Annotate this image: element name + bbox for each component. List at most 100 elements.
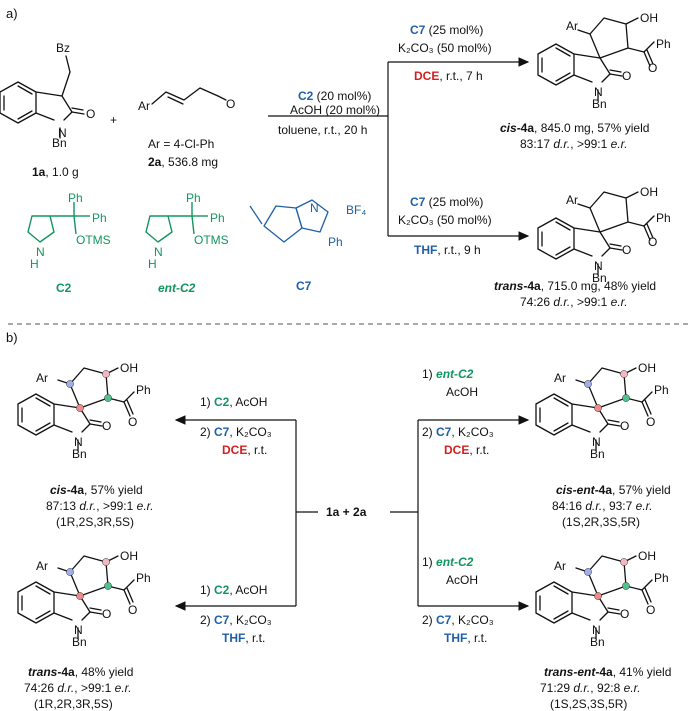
product-lr-yield: trans-ent-4a, 41% yield (544, 665, 671, 679)
product-ph-label: Ph (654, 383, 669, 397)
reactant-2a-o: O (226, 97, 235, 111)
product-ph-label: Ph (136, 571, 151, 585)
product-ph-label: Ph (654, 571, 669, 585)
reactant-1a-bz: Bz (56, 41, 70, 55)
product-n-label: N (592, 623, 601, 637)
c2-otms: OTMS (76, 233, 111, 247)
product-oh-label: OH (638, 549, 656, 563)
stereo-dot-spiro (76, 592, 84, 600)
part-b-product-structures (18, 368, 652, 638)
ll-cond1: 1) C2, AcOH (200, 583, 267, 597)
ur-cond1: 1) ent-C2 (422, 367, 474, 381)
ul-cond3: DCE, r.t. (222, 443, 267, 457)
pa-upper-o2: O (648, 61, 657, 75)
reactant-1a-n: N (58, 126, 67, 140)
stereo-dot-c-ar (584, 380, 592, 388)
product-lactam-o-label: O (620, 607, 629, 621)
product-oh-label: OH (120, 549, 138, 563)
pa-lower-ph: Ph (656, 211, 671, 225)
product-lactam-o-label: O (620, 419, 629, 433)
product-ur-config: (1S,2R,3S,5R) (562, 515, 640, 529)
stereo-dot-c-oh (102, 370, 110, 378)
pa-upper-ph: Ph (656, 37, 671, 51)
stereo-dot-c-ar (584, 568, 592, 576)
lr-cond3: THF, r.t. (444, 631, 487, 645)
stereo-dot-c-cor (104, 582, 112, 590)
pa-upper-o: O (622, 69, 631, 83)
product-ll-yield: trans-4a, 48% yield (28, 665, 133, 679)
c2-nh: N (36, 245, 45, 259)
product-n-label: N (592, 435, 601, 449)
stereo-dot-spiro (594, 592, 602, 600)
ent-c2-n: N (154, 245, 163, 259)
product-oh-label: OH (120, 361, 138, 375)
stereo-dot-spiro (594, 404, 602, 412)
product-acyl-o-label: O (646, 415, 655, 429)
ll-cond2: 2) C7, K₂CO₃ (200, 613, 272, 627)
ent-c2-label: ent-C2 (158, 281, 196, 295)
c2-ph2: Ph (92, 211, 107, 225)
product-bn-label: Bn (72, 447, 87, 461)
product-ul-yield: cis-4a, 57% yield (50, 483, 143, 497)
reactant-1a-structure (0, 55, 85, 139)
c7-ph: Ph (328, 235, 343, 249)
reactant-2a-structure (151, 87, 227, 105)
product-ll-ratio: 74:26 d.r., >99:1 e.r. (24, 681, 132, 695)
reactant-2a-caption: 2a, 536.8 mg (148, 155, 218, 169)
product-lactam-o-label: O (102, 607, 111, 621)
reactant-1a-caption: 1a, 1.0 g (32, 165, 79, 179)
product-ul-config: (1R,2S,3R,5S) (56, 515, 134, 529)
c7-n1: N (310, 201, 319, 215)
upper-cond3: DCE, r.t., 7 h (414, 69, 483, 83)
ur-cond2: 2) C7, K₂CO₃ (422, 425, 494, 439)
pa-upper-oh: OH (640, 11, 658, 25)
c7-label: C7 (296, 279, 312, 293)
stereo-dot-c-oh (102, 558, 110, 566)
product-n-label: N (74, 435, 83, 449)
product-n-label: N (74, 623, 83, 637)
product-ur-ratio: 84:16 d.r., 93:7 e.r. (552, 499, 653, 513)
pa-upper-ar: Ar (566, 19, 578, 33)
pa-lower-ar: Ar (566, 193, 578, 207)
product-acyl-o-label: O (646, 603, 655, 617)
product-lr-ratio: 71:29 d.r., 92:8 e.r. (540, 681, 641, 695)
pa-lower-o2: O (648, 235, 657, 249)
reactant-1a-bn: Bn (52, 136, 67, 150)
product-ar-label: Ar (554, 559, 566, 573)
product-oh-label: OH (638, 361, 656, 375)
product-acyl-o-label: O (128, 603, 137, 617)
lr-cond1b: AcOH (446, 573, 478, 587)
c2-label: C2 (56, 281, 72, 295)
step1-line2: AcOH (20 mol%) (290, 103, 380, 117)
product-ar-label: Ar (36, 371, 48, 385)
product-ll-config: (1R,2R,3R,5S) (34, 697, 113, 711)
lr-cond1: 1) ent-C2 (422, 555, 474, 569)
ent-c2-h: H (148, 257, 157, 271)
reactant-2a-ar: Ar (138, 99, 150, 113)
product-ar-label: Ar (36, 559, 48, 573)
ul-cond1: 1) C2, AcOH (200, 395, 267, 409)
plus-sign: + (110, 113, 117, 127)
product-ur-yield: cis-ent-4a, 57% yield (556, 483, 671, 497)
step1-line1: C2 (20 mol%) (298, 89, 371, 103)
product-bn-label: Bn (590, 447, 605, 461)
ur-cond1b: AcOH (446, 385, 478, 399)
product-bn-label: Bn (590, 635, 605, 649)
upper-cond1: C7 (25 mol%) (410, 23, 483, 37)
ent-c2-ph2: Ph (210, 211, 225, 225)
ent-c2-otms: OTMS (194, 233, 229, 247)
product-bn-label: Bn (72, 635, 87, 649)
upper-cond2: K₂CO₃ (50 mol%) (398, 41, 492, 55)
ul-cond2: 2) C7, K₂CO₃ (200, 425, 272, 439)
pa-lower-o: O (622, 243, 631, 257)
ll-cond3: THF, r.t. (222, 631, 265, 645)
stereo-dot-c-oh (620, 370, 628, 378)
pa-lower-n: N (594, 259, 603, 273)
product-ar-label: Ar (554, 371, 566, 385)
part-b-label: b) (6, 330, 18, 345)
lower-cond2: K₂CO₃ (50 mol%) (398, 213, 492, 227)
product-lactam-o-label: O (102, 419, 111, 433)
product-ph-label: Ph (136, 383, 151, 397)
